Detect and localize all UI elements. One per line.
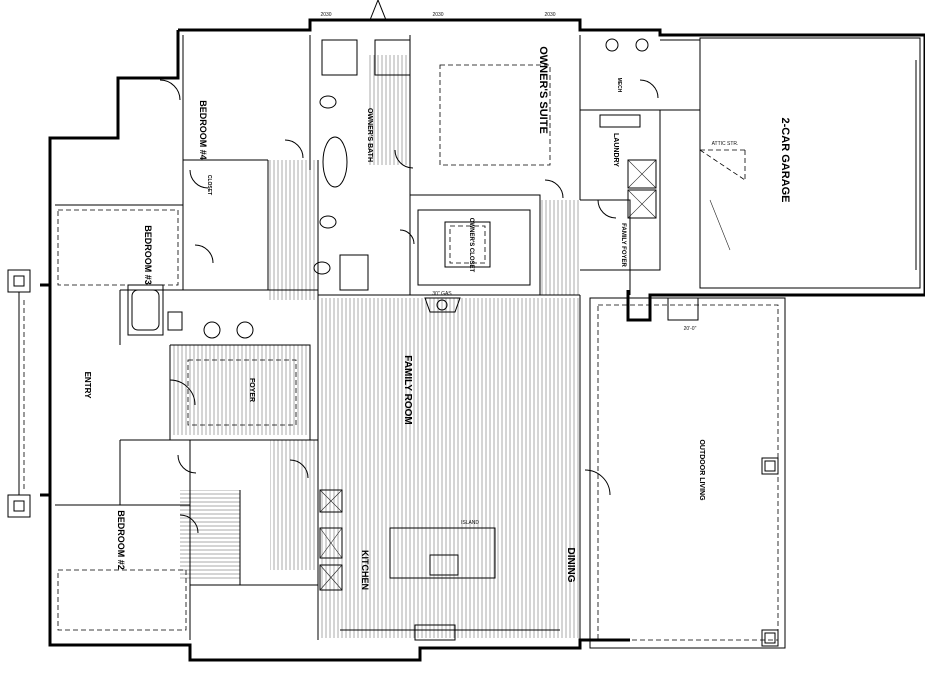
plan-notes: 2030 2030 2030 30" GAS ISLAND ATTIC STR.… (320, 12, 738, 526)
fireplace (424, 297, 461, 313)
door-swings (159, 79, 659, 534)
island-note: ISLAND (461, 520, 479, 526)
interior-walls (55, 35, 701, 648)
family-foyer-label: FAMILY FOYER (620, 223, 626, 267)
hall-bath-fixtures (127, 284, 254, 339)
foyer-label: FOYER (248, 378, 255, 402)
closet-label: CLOSET (206, 175, 212, 195)
window-note-3: 2030 (544, 12, 555, 18)
window-note-1: 2030 (320, 12, 331, 18)
kitchen-fixtures (319, 489, 560, 641)
window-note-2: 2030 (432, 12, 443, 18)
laundry-fixtures (599, 38, 657, 219)
entry-arrow-icon (369, 0, 387, 21)
bedroom3-label: BEDROOM #3 (143, 225, 153, 285)
owners-bath-fixtures (313, 39, 411, 291)
garage (699, 37, 921, 289)
exterior-walls (40, 18, 925, 662)
attic-note: ATTIC STR. (712, 141, 739, 147)
owners-closet-island (417, 209, 531, 286)
owners-suite-tray-ceiling (439, 64, 551, 166)
entry-label: ENTRY (83, 372, 92, 399)
garage-width-note: 20'-0" (684, 326, 697, 332)
owners-closet-label: OWNER'S CLOSET (468, 218, 474, 273)
owners-suite-label: OWNER'S SUITE (537, 46, 549, 134)
owners-bath-label: OWNER'S BATH (366, 108, 373, 162)
bedroom3-ceiling (57, 209, 179, 286)
garage-label: 2-CAR GARAGE (779, 118, 791, 203)
room-labels: OWNER'S SUITE 2-CAR GARAGE BEDROOM #4 BE… (83, 46, 791, 590)
outdoor-living-label: OUTDOOR LIVING (698, 439, 705, 501)
entry-porch (7, 269, 31, 518)
fireplace-note: 30" GAS (432, 291, 452, 297)
bedroom2-label: BEDROOM #2 (116, 510, 126, 570)
bedroom4-label: BEDROOM #4 (198, 100, 208, 160)
mech-label: MECH (616, 78, 622, 93)
kitchen-label: KITCHEN (360, 550, 370, 590)
family-room-label: FAMILY ROOM (402, 355, 413, 424)
bedroom2-ceiling (57, 569, 187, 631)
foyer-ceiling (187, 359, 297, 426)
outdoor-living-area (589, 297, 786, 649)
laundry-label: LAUNDRY (612, 133, 619, 167)
dining-label: DINING (565, 548, 576, 583)
floor-hatching (170, 55, 580, 638)
